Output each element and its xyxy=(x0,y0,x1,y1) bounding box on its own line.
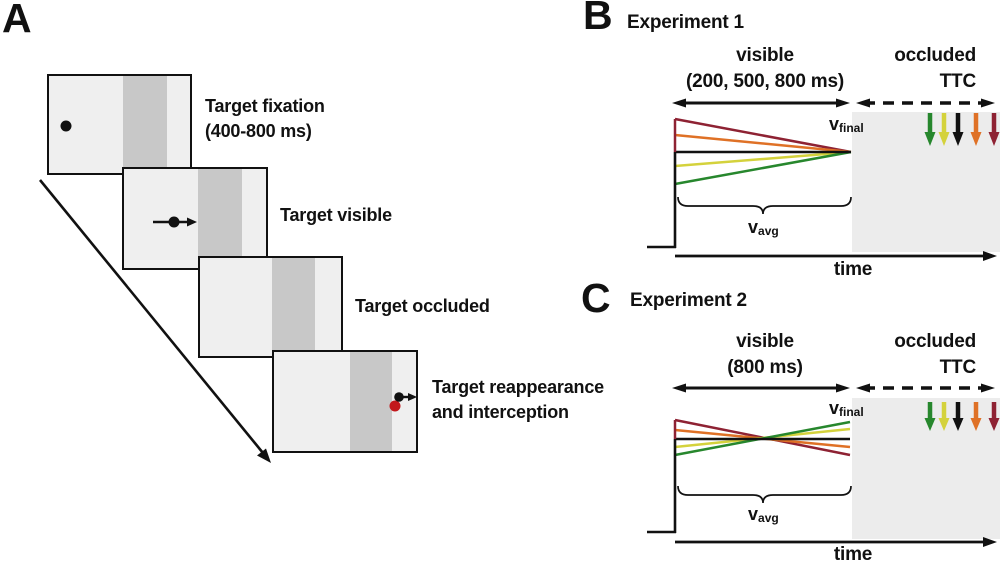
ttc-arrow-dark-red xyxy=(988,113,1000,146)
caption-target-reappearance: Target reappearance and interception xyxy=(432,375,604,425)
ttc-arrow-dark-red xyxy=(988,402,1000,431)
ttc-arrow-orange xyxy=(970,113,982,146)
screen-target-visible xyxy=(122,167,268,270)
v-avg-brace-c xyxy=(677,485,852,504)
v-avg-base: v xyxy=(748,217,759,237)
panel-b-label: B xyxy=(583,0,613,38)
visible-span-arrowhead-right-b xyxy=(836,98,850,108)
caption-target-visible: Target visible xyxy=(280,203,392,228)
screen-reappearance-content xyxy=(389,392,416,412)
v-avg-sub: avg xyxy=(758,511,779,525)
caption-target-fixation: Target fixation (400-800 ms) xyxy=(205,94,325,144)
v-avg-sub: avg xyxy=(758,224,779,238)
screen-fixation xyxy=(47,74,192,175)
moving-target-dot xyxy=(168,216,180,228)
occluded-span-arrowhead-right-b xyxy=(981,98,995,108)
occluded-span-arrowhead-right-c xyxy=(981,383,995,393)
screen-target-occluded xyxy=(198,256,343,358)
time-axis-arrowhead-b xyxy=(983,251,997,261)
visible-duration-c: (800 ms) xyxy=(727,357,803,378)
ttc-label-c: TTC xyxy=(939,357,977,378)
occluded-span-arrowhead-left-b xyxy=(856,98,870,108)
ttc-arrow-orange xyxy=(970,402,982,431)
caption-line: Target reappearance xyxy=(432,377,604,397)
v-avg-base: v xyxy=(748,504,759,524)
time-label-c: time xyxy=(833,544,873,564)
visible-span-arrowhead-left-c xyxy=(672,383,686,393)
caption-line: Target visible xyxy=(280,205,392,225)
velocity-line-dark-red-b xyxy=(674,117,852,154)
panel-c-label: C xyxy=(581,275,611,321)
ttc-label-b: TTC xyxy=(939,71,977,92)
screen-fixation-content xyxy=(60,120,72,132)
velocity-line-green-b xyxy=(674,150,852,186)
screen-target-reappearance xyxy=(272,350,418,453)
ttc-arrow-yellow xyxy=(938,402,950,431)
ttc-arrow-yellow xyxy=(938,113,950,146)
ttc-arrow-black xyxy=(952,113,964,146)
visible-span-arrowhead-right-c xyxy=(836,383,850,393)
reappeared-target-dot xyxy=(394,392,404,402)
occluded-label-c: occluded xyxy=(894,331,976,352)
visible-span-arrowhead-left-b xyxy=(672,98,686,108)
time-label-b: time xyxy=(833,259,873,280)
caption-line: and interception xyxy=(432,402,569,422)
occluded-label-b: occluded xyxy=(894,45,976,66)
caption-target-occluded: Target occluded xyxy=(355,294,490,319)
v-final-base: v xyxy=(829,114,840,134)
panel-c-diagram xyxy=(647,383,1000,547)
interception-cursor-dot xyxy=(389,400,401,412)
caption-line: Target fixation xyxy=(205,96,325,116)
occluder-band xyxy=(350,352,392,451)
reappearance-arrow-head xyxy=(408,393,416,401)
occluder-band xyxy=(198,169,242,268)
time-axis-arrowhead-c xyxy=(983,537,997,547)
v-avg-brace-b xyxy=(677,196,852,215)
panel-a-label: A xyxy=(2,0,32,41)
v-final-sub: final xyxy=(839,405,864,419)
visible-label-c: visible xyxy=(736,331,794,352)
visible-label-b: visible xyxy=(736,45,794,66)
trial-progression-arrowhead xyxy=(257,448,271,463)
velocity-line-orange-b xyxy=(674,133,852,154)
experiment-1-title: Experiment 1 xyxy=(627,12,744,33)
trial-progression-line xyxy=(38,179,265,454)
caption-line: Target occluded xyxy=(355,296,490,316)
v-final-base: v xyxy=(829,398,840,418)
occluder-band xyxy=(123,76,167,173)
visible-duration-b: (200, 500, 800 ms) xyxy=(685,71,844,92)
screen-target-visible-content xyxy=(153,216,197,228)
fixation-dot xyxy=(60,120,72,132)
occluder-band xyxy=(272,258,315,356)
caption-line: (400-800 ms) xyxy=(205,121,312,141)
velocity-line-yellow-b xyxy=(674,150,852,168)
ttc-arrow-black xyxy=(952,402,964,431)
v-final-sub: final xyxy=(839,121,864,135)
panel-b-diagram xyxy=(647,98,1000,261)
occluded-span-arrowhead-left-c xyxy=(856,383,870,393)
experiment-2-title: Experiment 2 xyxy=(630,290,747,311)
ttc-arrow-green xyxy=(924,402,936,431)
trial-progression-arrow xyxy=(38,179,271,463)
ttc-arrow-green xyxy=(924,113,936,146)
motion-arrow-head xyxy=(187,217,197,227)
